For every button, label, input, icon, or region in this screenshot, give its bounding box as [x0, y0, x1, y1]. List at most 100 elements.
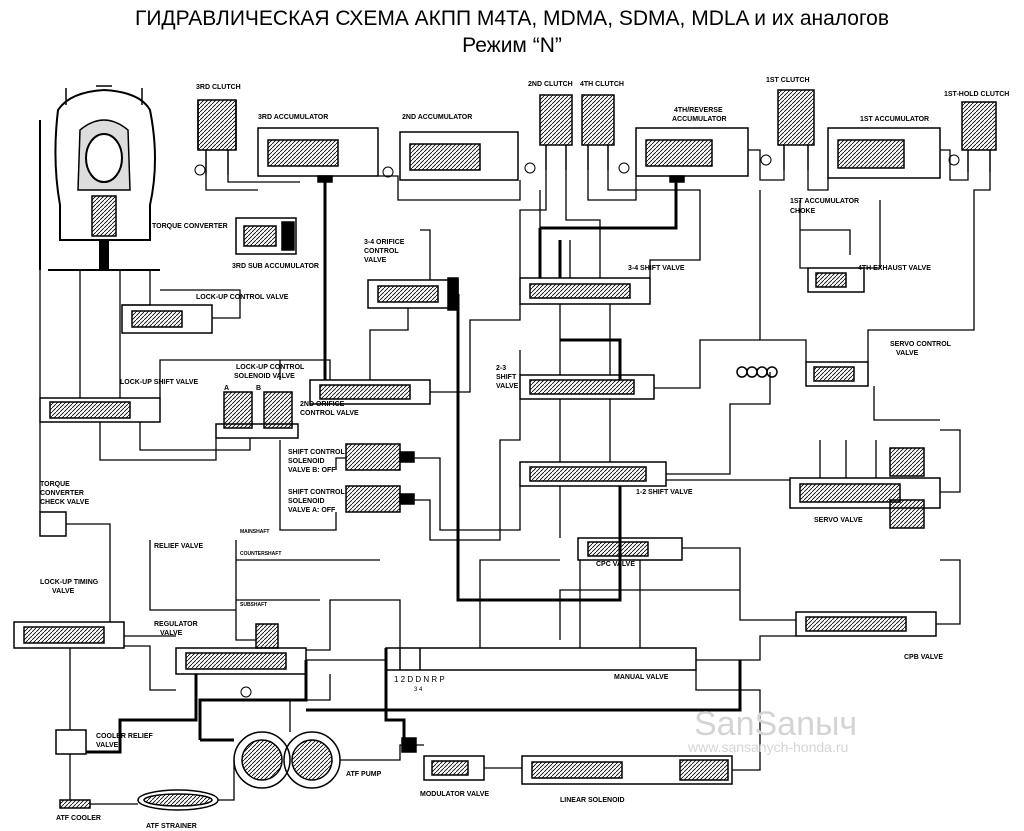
label-scs-b-2: SOLENOID — [288, 458, 325, 465]
lockup-control-valve — [121, 304, 213, 334]
accumulator-2nd — [399, 131, 519, 181]
main-pressure-lines — [86, 182, 742, 754]
label-4th-exhaust-valve: 4TH EXHAUST VALVE — [858, 265, 931, 272]
label-3rd-clutch: 3RD CLUTCH — [196, 84, 241, 91]
modulator-valve — [401, 737, 485, 781]
label-34-shift-valve: 3-4 SHIFT VALVE — [628, 265, 685, 272]
label-34-orifice-1: 3-4 ORIFICE — [364, 239, 405, 246]
lockup-timing-valve — [13, 621, 125, 649]
torque-converter-check-valve — [39, 511, 67, 537]
label-1st-clutch: 1ST CLUTCH — [766, 77, 810, 84]
label-4th-reverse-accumulator-2: ACCUMULATOR — [672, 116, 727, 123]
label-atf-pump: ATF PUMP — [346, 771, 382, 778]
label-lockup-timing-2: VALVE — [52, 588, 75, 595]
label-2nd-accumulator: 2ND ACCUMULATOR — [402, 114, 472, 121]
label-torque-converter: TORQUE CONVERTER — [152, 223, 228, 230]
label-scs-b-3: VALVE B: OFF — [288, 467, 336, 474]
label-regulator-2: VALVE — [160, 630, 183, 637]
clutch-4th — [581, 94, 615, 170]
label-cooler-relief-2: VALVE — [96, 742, 119, 749]
label-atf-strainer: ATF STRAINER — [146, 823, 197, 830]
label-atf-cooler: ATF COOLER — [56, 815, 101, 822]
label-lockup-timing-1: LOCK-UP TIMING — [40, 579, 99, 586]
label-lockup-solenoid-2: SOLENOID VALVE — [234, 373, 295, 380]
label-scs-a-3: VALVE A: OFF — [288, 507, 336, 514]
cpc-valve — [577, 537, 683, 561]
lockup-control-solenoid-valves — [215, 391, 299, 439]
label-relief-valve: RELIEF VALVE — [154, 543, 203, 550]
label-solenoid-b: B — [256, 385, 261, 392]
shift-valve-23 — [519, 374, 655, 400]
label-tc-check-1: TORQUE — [40, 481, 70, 488]
label-subshaft: SUBSHAFT — [240, 602, 267, 608]
shift-control-solenoid-a — [345, 485, 415, 513]
label-23-shift-2: SHIFT — [496, 374, 517, 381]
pressure-gauges — [194, 154, 960, 698]
label-manual-valve: MANUAL VALVE — [614, 674, 669, 681]
label-cpc-valve: CPC VALVE — [596, 561, 635, 568]
label-cooler-relief-1: COOLER RELIEF — [96, 733, 154, 740]
label-tc-check-3: CHECK VALVE — [40, 499, 89, 506]
accumulator-4th-reverse — [635, 127, 749, 183]
watermark-url: www.sansanych-honda.ru — [687, 739, 848, 755]
accumulator-3rd — [257, 127, 379, 183]
clutch-2nd — [539, 94, 573, 170]
orifice-34-control-valve — [367, 277, 459, 311]
label-34-orifice-3: VALVE — [364, 257, 387, 264]
component-labels: 3RD CLUTCH 2ND CLUTCH 4TH CLUTCH 1ST CLU… — [40, 77, 1009, 830]
label-3rd-accumulator: 3RD ACCUMULATOR — [258, 114, 328, 121]
label-1st-accumulator-choke-2: CHOKE — [790, 208, 816, 215]
label-23-shift-1: 2-3 — [496, 365, 506, 372]
label-4th-clutch: 4TH CLUTCH — [580, 81, 624, 88]
diagram-subtitle: Режим “N” — [462, 34, 562, 57]
diagram-title: ГИДРАВЛИЧЕСКАЯ СХЕМА АКПП M4TA, MDMA, SD… — [134, 7, 890, 30]
label-3rd-sub-accumulator: 3RD SUB ACCUMULATOR — [232, 263, 319, 270]
check-balls — [736, 366, 778, 378]
servo-control-valve — [805, 361, 869, 387]
label-34-orifice-2: CONTROL — [364, 248, 399, 255]
label-lockup-control-valve: LOCK-UP CONTROL VALVE — [196, 294, 289, 301]
label-mainshaft: MAINSHAFT — [240, 529, 269, 535]
lockup-shift-valve — [39, 397, 161, 423]
label-2nd-orifice-1: 2ND ORIFICE — [300, 401, 345, 408]
label-12-shift-valve: 1-2 SHIFT VALVE — [636, 489, 693, 496]
servo-valve — [789, 447, 941, 529]
shift-control-solenoid-b — [345, 443, 415, 471]
label-lockup-shift-valve: LOCK-UP SHIFT VALVE — [120, 379, 199, 386]
cpb-valve — [795, 611, 937, 637]
shift-valve-34 — [519, 277, 651, 305]
shift-valve-12 — [519, 461, 667, 487]
label-cpb-valve: CPB VALVE — [904, 654, 943, 661]
torque-converter — [39, 85, 160, 271]
label-23-shift-3: VALVE — [496, 383, 519, 390]
label-countershaft: COUNTERSHAFT — [240, 551, 281, 557]
atf-strainer — [137, 789, 219, 811]
accumulator-3rd-sub — [235, 217, 297, 255]
label-manual-positions-sub: 3 4 — [414, 687, 423, 693]
watermark-brand: SanSanыч — [694, 705, 857, 743]
accumulator-1st — [827, 127, 941, 179]
exhaust-valve-4th — [807, 267, 865, 293]
clutch-1st — [777, 89, 815, 170]
label-servo-control-2: VALVE — [896, 350, 919, 357]
label-linear-solenoid: LINEAR SOLENOID — [560, 797, 625, 804]
label-4th-reverse-accumulator-1: 4TH/REVERSE — [674, 107, 723, 114]
label-1st-accumulator: 1ST ACCUMULATOR — [860, 116, 929, 123]
manual-valve — [385, 647, 697, 671]
label-scs-b-1: SHIFT CONTROL — [288, 449, 345, 456]
label-2nd-orifice-2: CONTROL VALVE — [300, 410, 359, 417]
label-modulator-valve: MODULATOR VALVE — [420, 791, 489, 798]
atf-pump — [233, 731, 341, 789]
label-manual-positions: 1 2 D D N R P — [394, 675, 445, 684]
label-solenoid-a: A — [224, 385, 229, 392]
clutch-1st-hold — [961, 101, 997, 172]
cooler-relief-valve — [55, 729, 87, 755]
label-scs-a-1: SHIFT CONTROL — [288, 489, 345, 496]
label-1st-accumulator-choke-1: 1ST ACCUMULATOR — [790, 198, 859, 205]
atf-cooler — [59, 799, 91, 809]
clutch-3rd — [197, 99, 237, 175]
label-tc-check-2: CONVERTER — [40, 490, 84, 497]
label-scs-a-2: SOLENOID — [288, 498, 325, 505]
regulator-valve — [175, 623, 307, 675]
